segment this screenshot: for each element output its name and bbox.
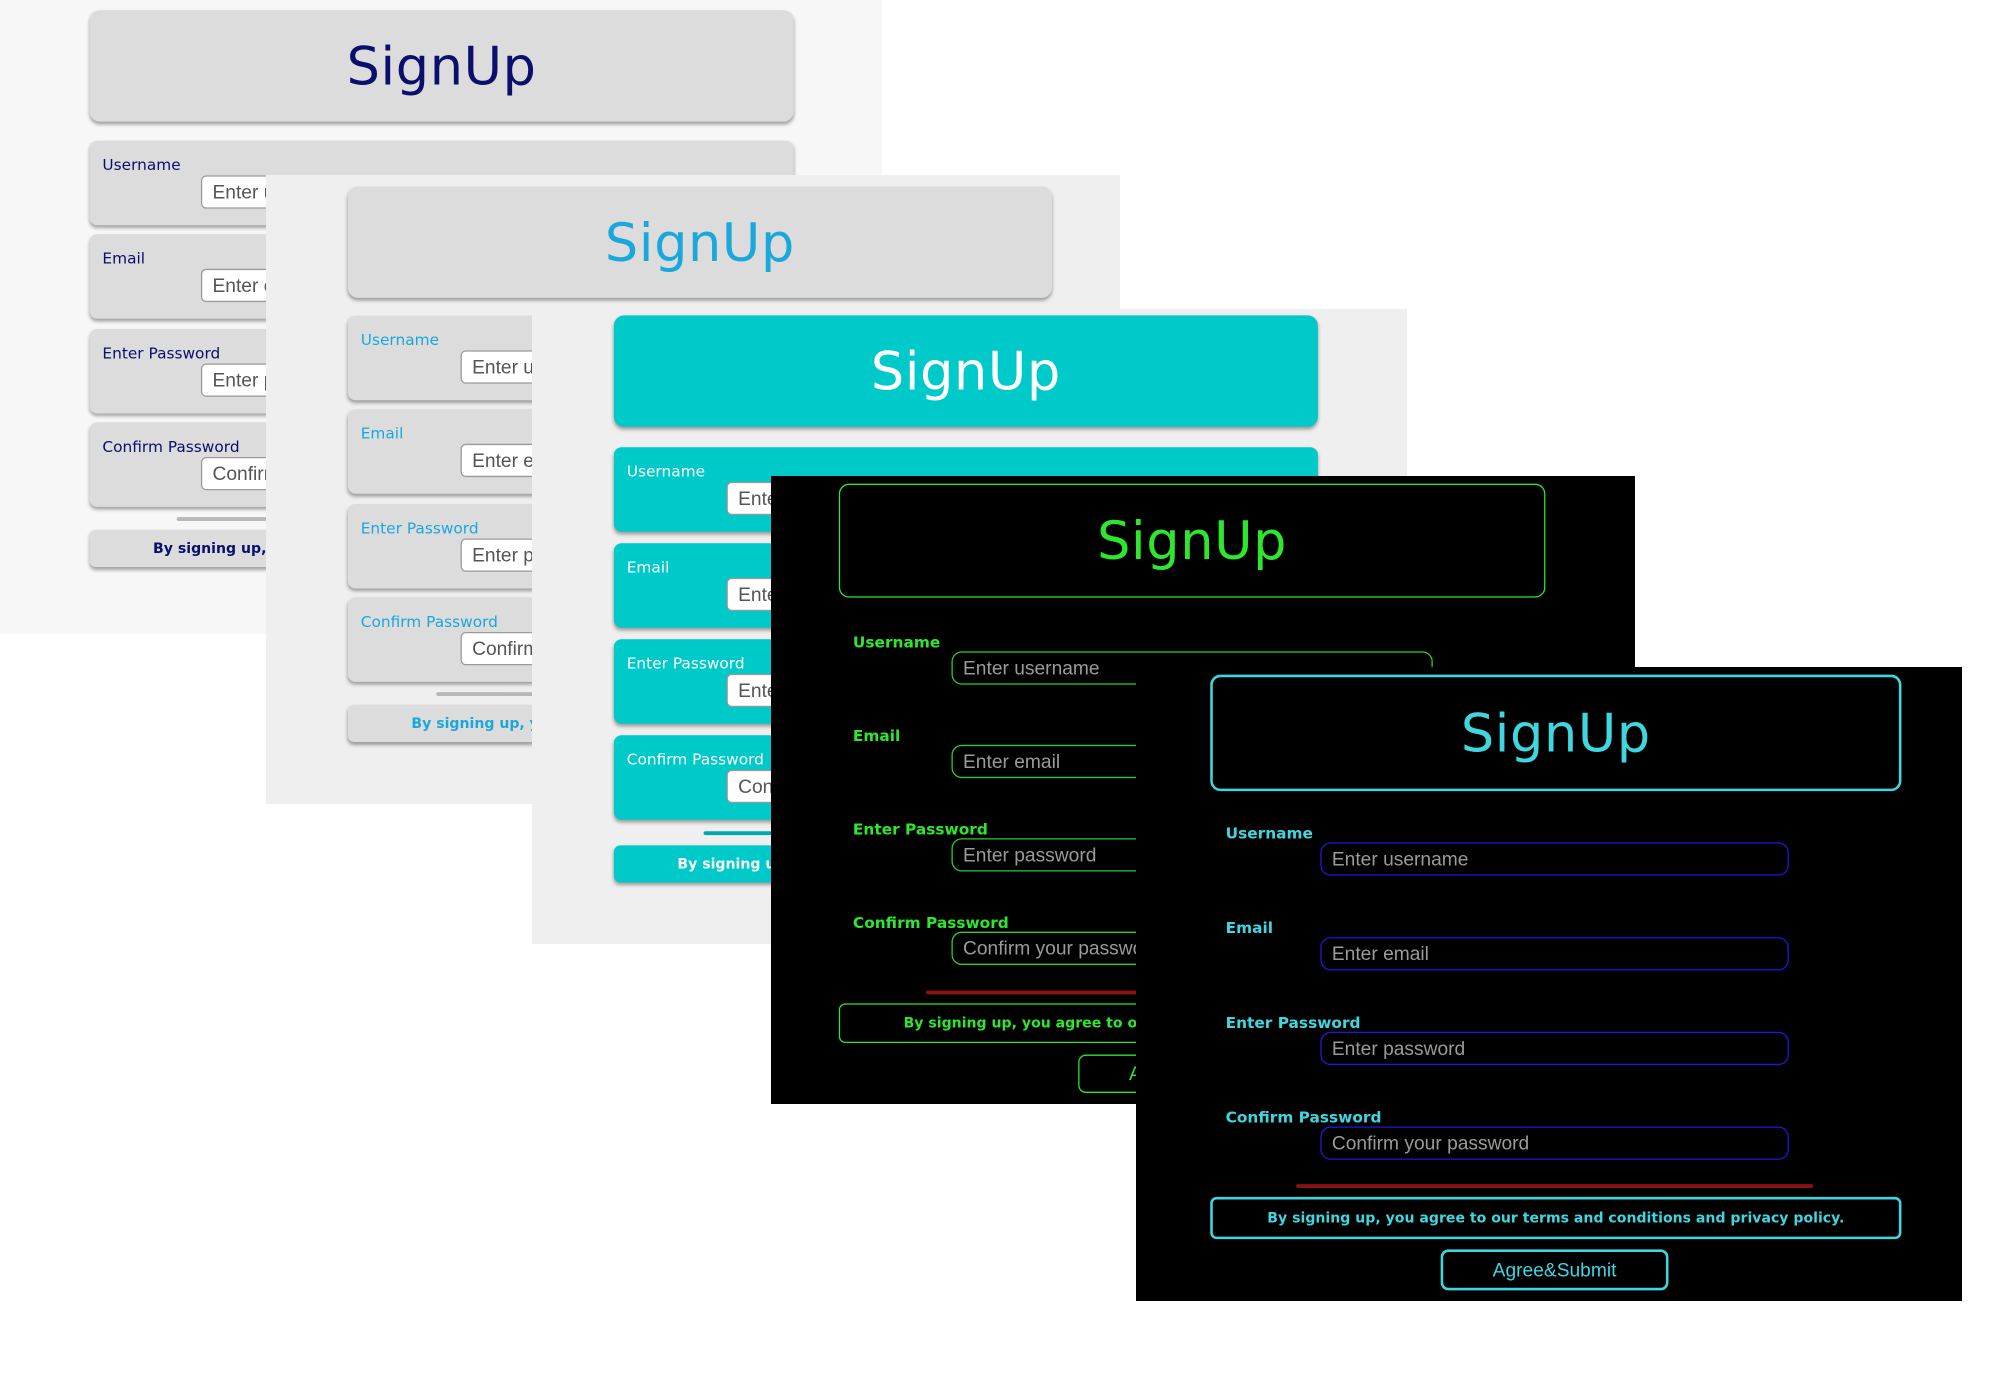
- email-label: Email: [360, 424, 404, 443]
- password-label: Enter Password: [1225, 1013, 1361, 1032]
- email-label: Email: [852, 726, 901, 745]
- signup-title: SignUp: [347, 186, 1052, 298]
- email-field-group: Email: [1210, 901, 1902, 990]
- confirm-password-label: Confirm Password: [852, 913, 1009, 932]
- signup-screenshot-blue: SignUp Username Email Enter Password Con…: [1136, 667, 1962, 1301]
- confirm-password-input[interactable]: [1320, 1126, 1789, 1160]
- confirm-password-label: Confirm Password: [360, 612, 498, 631]
- username-label: Username: [626, 462, 706, 481]
- email-input[interactable]: [1320, 937, 1789, 971]
- password-field-group: Enter Password: [1210, 995, 1902, 1085]
- agree-submit-button[interactable]: Agree&Submit: [1440, 1249, 1669, 1291]
- confirm-password-label: Confirm Password: [1225, 1108, 1382, 1127]
- username-label: Username: [852, 633, 941, 652]
- password-label: Enter Password: [626, 654, 745, 673]
- email-label: Email: [102, 249, 146, 268]
- username-label: Username: [360, 331, 440, 350]
- password-input[interactable]: [1320, 1031, 1789, 1066]
- username-input[interactable]: [1320, 842, 1789, 876]
- confirm-password-label: Confirm Password: [626, 750, 764, 769]
- divider-rule: [1296, 1184, 1814, 1188]
- terms-notice: By signing up, you agree to our terms an…: [1210, 1196, 1902, 1240]
- username-label: Username: [1225, 824, 1313, 843]
- password-label: Enter Password: [852, 820, 988, 839]
- signup-title: SignUp: [89, 10, 794, 122]
- password-label: Enter Password: [360, 519, 479, 538]
- username-field-group: Username: [1210, 806, 1902, 895]
- username-label: Username: [102, 156, 181, 175]
- signup-title: SignUp: [1210, 674, 1902, 792]
- confirm-password-field-group: Confirm Password: [1210, 1090, 1902, 1179]
- signup-title: SignUp: [613, 315, 1318, 427]
- signup-title: SignUp: [838, 483, 1546, 598]
- password-label: Enter Password: [102, 344, 221, 363]
- confirm-password-label: Confirm Password: [102, 437, 240, 456]
- email-label: Email: [626, 558, 670, 577]
- email-label: Email: [1225, 919, 1273, 938]
